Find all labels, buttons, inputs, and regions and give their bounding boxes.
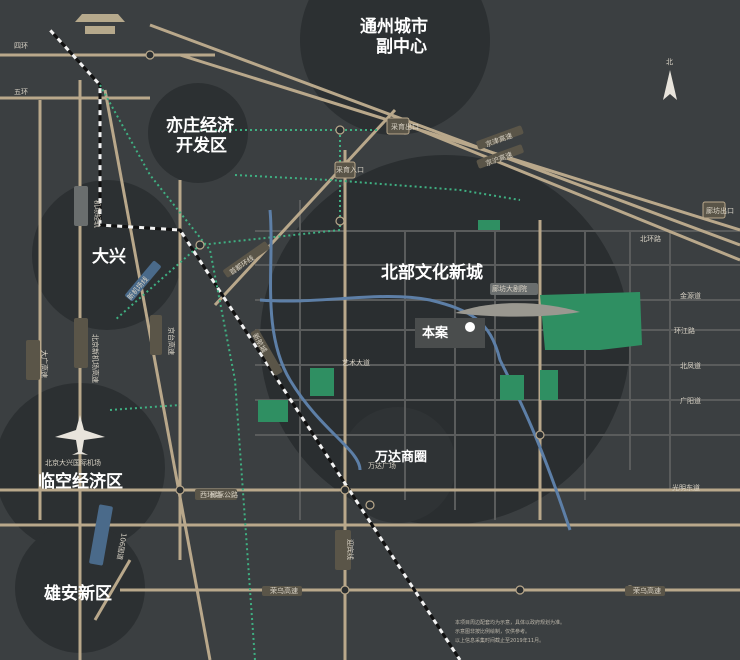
label-daxing: 大兴 — [92, 246, 126, 267]
park-east-large — [540, 292, 642, 350]
label-north: 北 — [666, 58, 673, 66]
footnote-line3: 以上信息采集时间截止至2019年11月。 — [455, 637, 544, 644]
label-guangyang: 广阳道 — [680, 396, 701, 405]
zone-wanda — [340, 407, 456, 523]
label-daguang: 大广高速 — [40, 350, 49, 378]
label-xiongan: 雄安新区 — [43, 583, 112, 604]
project-marker-icon — [465, 322, 475, 332]
zone-daxing — [32, 180, 182, 330]
river-west — [268, 209, 362, 471]
label-ring4: 四环 — [14, 42, 28, 50]
label-caiyu: 采育出口 — [391, 122, 419, 131]
label-jingtai: 京台高速 — [167, 327, 176, 355]
park-west — [258, 400, 288, 422]
label-xiguan: 西环路 — [200, 490, 221, 499]
label-theatre: 廊坊大剧院 — [492, 284, 527, 293]
label-langtan: 廊涿公路 — [210, 490, 238, 499]
label-north-culture: 北部文化新城 — [381, 262, 483, 283]
label-yingbin: 迎宾线 — [346, 539, 355, 560]
label-airport: 北京大兴国际机场 — [45, 458, 101, 467]
zone-tongzhou — [300, 0, 490, 135]
railway-black — [48, 28, 462, 660]
label-beiguang: 北凤道 — [680, 361, 701, 370]
label-yizhuang-line1: 亦庄经济 — [166, 115, 235, 136]
label-linkong: 临空经济区 — [38, 471, 123, 492]
highway-badges — [26, 117, 726, 596]
label-beihuan: 北环路 — [640, 234, 661, 243]
label-tongzhou-line2: 副中心 — [376, 36, 427, 57]
label-rongwu2: 荣乌高速 — [633, 586, 661, 595]
park-north — [478, 220, 500, 230]
label-jinyuan: 金源道 — [680, 291, 701, 300]
label-langfang-exit: 廊坊出口 — [706, 206, 734, 215]
label-ring5: 五环 — [14, 88, 28, 96]
label-beijing-airport-hwy: 北京新机场高速 — [91, 334, 100, 383]
park-small-3 — [540, 370, 558, 400]
label-huanjian: 环江路 — [674, 326, 695, 335]
major-roads — [0, 23, 740, 660]
zone-yizhuang — [148, 83, 248, 183]
theatre-icon — [455, 303, 580, 317]
label-tongzhou-line1: 通州城市 — [360, 16, 428, 37]
label-airport-express: 机场轻轨 — [93, 200, 102, 228]
airplane-icon — [55, 415, 105, 455]
park-small-1 — [310, 368, 334, 396]
label-yishu: 艺术大道 — [342, 358, 370, 367]
label-rongwu1: 荣乌高速 — [270, 586, 298, 595]
label-project: 本案 — [422, 325, 449, 341]
project-block — [415, 318, 485, 348]
north-arrow-icon — [663, 70, 677, 100]
footnote-line1: 本项目周边配套均为示意，具体以政府规划为准。 — [455, 619, 565, 626]
park-small-2 — [500, 375, 524, 400]
gate-icon — [75, 14, 125, 34]
footnote-line2: 示意图非按比例绘制，仅供参考。 — [455, 628, 530, 635]
label-entrance: 采育入口 — [336, 165, 364, 174]
label-guangming: 光明东道 — [672, 483, 700, 492]
label-wanda: 万达商圈 — [374, 449, 427, 465]
label-yizhuang-line2: 开发区 — [176, 135, 227, 156]
label-wanda-plaza: 万达广场 — [368, 461, 396, 470]
